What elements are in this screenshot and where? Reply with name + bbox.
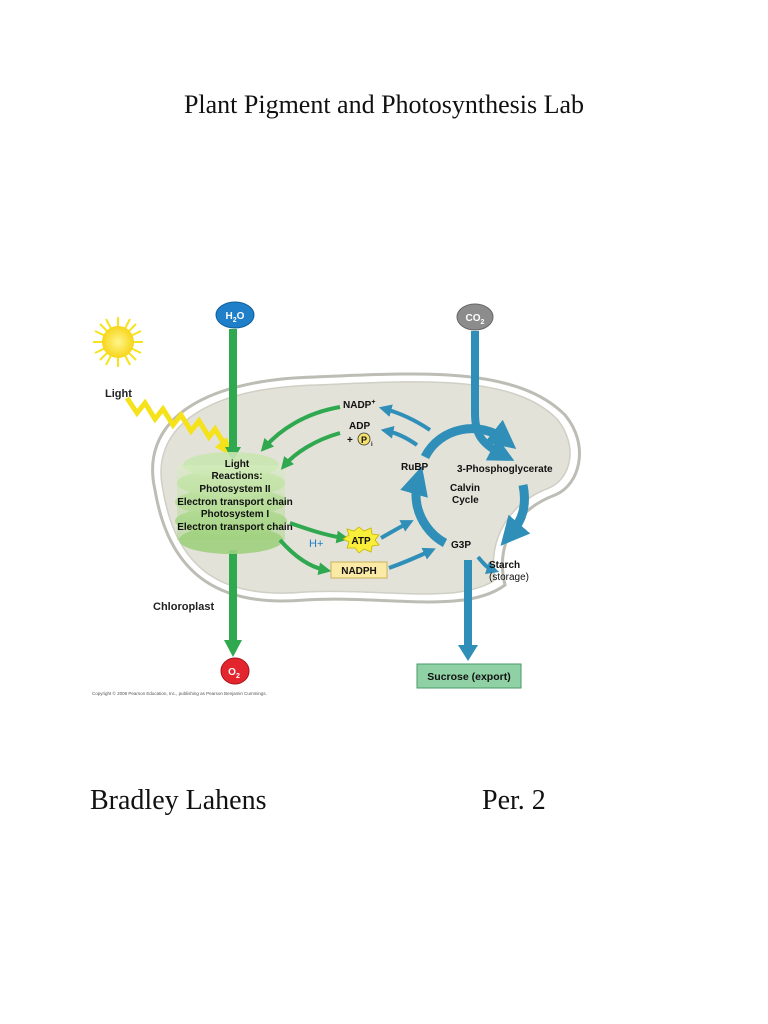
nadph-to-calvin-arrow: [388, 547, 436, 570]
class-period: Per. 2: [482, 785, 546, 816]
sucrose-label: Sucrose (export): [427, 671, 510, 683]
co2-input-arrow: [471, 331, 515, 461]
chloroplast-label: Chloroplast: [153, 601, 214, 613]
atp-label: ATP: [351, 536, 371, 547]
photosynthesis-diagram: Light H2O O2 Light Reactions: Photosyste…: [92, 301, 581, 696]
author-name: Bradley Lahens: [90, 785, 267, 816]
oxygen-bubble: [220, 657, 250, 685]
light-label: Light: [105, 388, 132, 400]
light-reactions-line: Electron transport chain: [177, 522, 293, 533]
light-reactions-line: Electron transport chain: [177, 497, 293, 508]
atp-starburst: [342, 526, 380, 554]
atp-production-arrow: [289, 521, 350, 544]
nadph-production-arrow: [278, 538, 332, 576]
pi-plus-label: +: [347, 435, 353, 446]
water-label: H2O: [226, 311, 245, 324]
calvin-cycle-arc-top: [420, 419, 517, 460]
thylakoid-stack: [175, 452, 287, 554]
light-reactions-text: Light Reactions: Photosystem II Electron…: [177, 459, 293, 533]
oxygen-arrow-head: [224, 640, 242, 657]
pga-label: 3-Phosphoglycerate: [457, 464, 553, 475]
co2-bubble: [456, 303, 494, 331]
calvin-to-nadp-arrow: [378, 404, 432, 432]
light-reactions-line: Photosystem II: [199, 484, 270, 495]
light-reactions-line: Reactions:: [211, 471, 262, 482]
adp-label: ADP: [349, 421, 370, 432]
copyright-text: Copyright © 2008 Pearson Education, Inc.…: [92, 690, 267, 696]
rubp-label: RuBP: [401, 462, 429, 473]
light-reactions-line: Photosystem I: [201, 509, 270, 520]
nadp-label: NADP+: [343, 399, 375, 411]
calvin-cycle-arc-right: [500, 484, 531, 546]
water-bubble: [215, 301, 255, 329]
calvin-label-line1: Calvin: [450, 483, 480, 494]
document-title: Plant Pigment and Photosynthesis Lab: [183, 90, 585, 119]
calvin-label-line2: Cycle: [452, 495, 479, 506]
sucrose-arrow-head: [458, 645, 478, 661]
g3p-label: G3P: [451, 540, 471, 551]
starch-label-line2: (storage): [489, 572, 529, 583]
starch-label-line1: Starch: [489, 560, 520, 571]
sun-icon: [93, 317, 143, 367]
calvin-to-adp-arrow: [380, 425, 419, 447]
oxygen-label: O2: [228, 667, 240, 680]
atp-to-calvin-arrow: [380, 520, 414, 540]
nadp-return-arrow: [260, 405, 341, 452]
g3p-to-starch-arrow: [476, 555, 500, 575]
nadph-label: NADPH: [341, 566, 377, 577]
nadph-box: [330, 561, 388, 579]
co2-label: CO2: [466, 313, 485, 326]
sucrose-box: [416, 663, 522, 689]
light-zigzag-arrow: [124, 396, 228, 447]
phosphate-circle: [357, 432, 371, 446]
light-reactions-line: Light: [225, 459, 250, 470]
calvin-cycle-arc-bottom: [400, 466, 448, 547]
adp-return-arrow: [280, 431, 341, 470]
h-plus-label: H+: [309, 538, 323, 550]
